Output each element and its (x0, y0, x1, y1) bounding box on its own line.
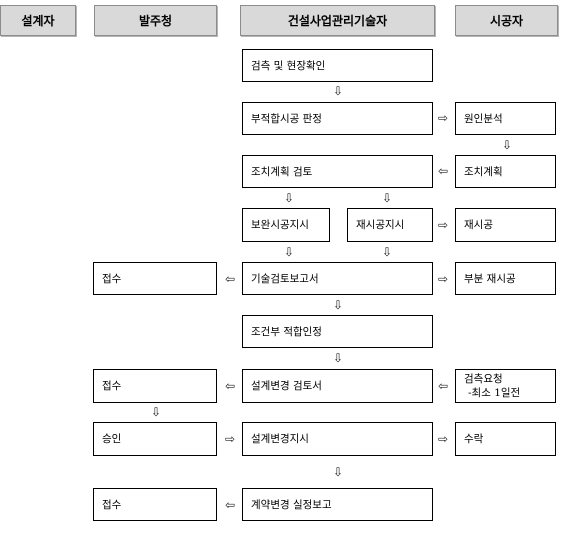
step-receipt-tech-report: 접수 (93, 262, 217, 295)
step-tech-report: 기술검토보고서 (242, 262, 433, 295)
step-plan-review: 조치계획 검토 (242, 155, 433, 188)
arrow-left-icon: ⇦ (437, 379, 449, 393)
arrow-right-icon: ⇨ (224, 432, 236, 446)
step-design-change-order: 설계변경지시 (242, 422, 433, 456)
step-rework-order: 재시공지시 (347, 208, 433, 242)
arrow-right-icon: ⇨ (437, 218, 449, 232)
arrow-down-icon: ⇩ (332, 84, 344, 98)
step-approval: 승인 (93, 422, 217, 456)
step-partial-rework: 부분 재시공 (455, 262, 556, 295)
column-header-designer: 설계자 (0, 5, 76, 36)
arrow-right-icon: ⇨ (437, 272, 449, 286)
arrow-down-icon: ⇩ (381, 191, 393, 205)
inspection-request-label: 검측요청 (464, 373, 503, 385)
step-acceptance: 수락 (455, 422, 556, 456)
step-inspection-request: 검측요청 -최소 1일전 (455, 369, 556, 403)
step-nonconformity: 부적합시공 판정 (242, 102, 433, 135)
step-inspection: 검측 및 현장확인 (242, 49, 433, 82)
arrow-down-icon: ⇩ (283, 191, 295, 205)
step-receipt-contract-report: 접수 (93, 488, 217, 521)
arrow-left-icon: ⇦ (224, 272, 236, 286)
arrow-down-icon: ⇩ (283, 245, 295, 259)
step-supplement-order: 보완시공지시 (242, 208, 330, 242)
step-rework: 재시공 (455, 208, 556, 242)
step-receipt-design-review: 접수 (93, 369, 217, 403)
step-design-change-review: 설계변경 검토서 (242, 369, 433, 403)
inspection-request-note: -최소 1일전 (468, 387, 521, 399)
column-header-client: 발주청 (94, 5, 217, 36)
arrow-down-icon: ⇩ (332, 298, 344, 312)
arrow-right-icon: ⇨ (437, 432, 449, 446)
arrow-right-icon: ⇨ (437, 111, 449, 125)
arrow-down-icon: ⇩ (150, 405, 162, 419)
step-conditional-approval: 조건부 적합인정 (242, 315, 433, 348)
step-cause-analysis: 원인분석 (455, 102, 556, 135)
arrow-down-icon: ⇩ (501, 138, 513, 152)
column-header-supervisor: 건설사업관리기술자 (240, 5, 435, 36)
arrow-down-icon: ⇩ (332, 351, 344, 365)
step-contract-change-report: 계약변경 실정보고 (242, 488, 433, 521)
arrow-left-icon: ⇦ (437, 164, 449, 178)
step-action-plan: 조치계획 (455, 155, 556, 188)
arrow-down-icon: ⇩ (381, 245, 393, 259)
column-header-contractor: 시공자 (455, 5, 558, 36)
arrow-left-icon: ⇦ (224, 379, 236, 393)
arrow-left-icon: ⇦ (224, 498, 236, 512)
arrow-down-icon: ⇩ (332, 465, 344, 479)
